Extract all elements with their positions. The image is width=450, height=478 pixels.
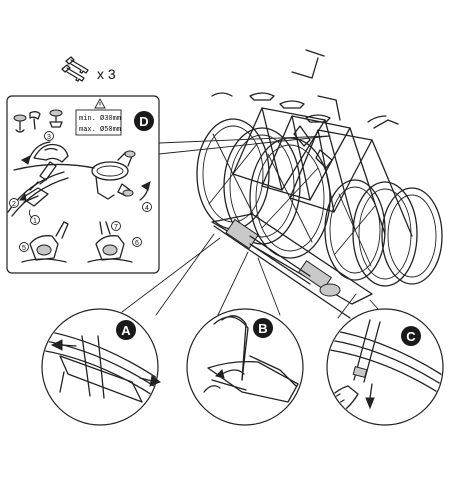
clamp-illustration [13, 141, 95, 181]
warning-icon [94, 98, 106, 109]
bike-carrier-illustration [196, 49, 443, 319]
step-4-label: 4 [145, 205, 149, 212]
wheel-holder-illustration [7, 171, 69, 217]
step-7-label: 7 [114, 224, 118, 231]
step-5-marker: 5 [19, 242, 29, 252]
panel-label: D [139, 114, 148, 129]
step-6-marker: 6 [132, 237, 142, 247]
panel-label-badge: D [134, 111, 154, 131]
step-5-label: 5 [22, 245, 26, 252]
callout-c-label: C [406, 329, 416, 344]
callout-a: A [41, 308, 162, 426]
spec-min-diameter: min. Ø30mm [79, 114, 121, 123]
panel-pointer-line [158, 135, 331, 144]
detail-panel: D min. Ø30mm max. Ø50mm [6, 95, 331, 274]
step-2-label: 2 [12, 201, 16, 208]
step-3-marker: 3 [44, 131, 54, 141]
strap-illustration [91, 150, 151, 201]
callout-b-badge: B [253, 318, 273, 338]
step-3-label: 3 [47, 134, 51, 141]
step-2-arrow-icon [18, 192, 27, 201]
callout-c-badge: C [401, 326, 421, 346]
callout-a-label: A [121, 323, 131, 338]
callout-b-label: B [258, 321, 267, 336]
diameter-spec-box [75, 109, 122, 136]
step-7-marker: 7 [111, 221, 121, 231]
callout-b: B [186, 308, 304, 426]
step-4-marker: 4 [142, 202, 152, 212]
step-1-label: 1 [33, 218, 37, 225]
callout-c: C [326, 308, 444, 426]
step-2-marker: 2 [9, 198, 19, 208]
keys-count-label: x 3 [97, 66, 116, 82]
spec-max-diameter: max. Ø50mm [79, 125, 121, 134]
frame-holder-illustration [13, 109, 63, 133]
lock-key-illustration [87, 221, 133, 263]
lock-knob-illustration [21, 221, 69, 263]
step-6-label: 6 [135, 240, 139, 247]
step-1-marker: 1 [30, 215, 40, 225]
callout-a-badge: A [116, 320, 136, 340]
keys-icon [61, 56, 89, 82]
